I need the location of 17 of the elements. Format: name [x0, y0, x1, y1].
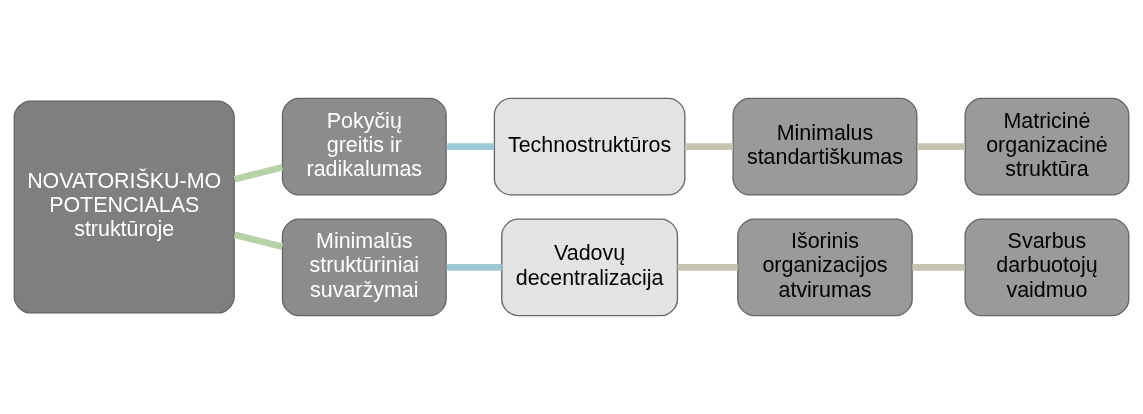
- connector: [446, 143, 495, 150]
- node-box: Minimalus standartiškumas: [732, 97, 918, 196]
- connector: [446, 264, 502, 271]
- connector: [233, 163, 284, 183]
- node-box: Svarbus darbuotojų vaidmuo: [964, 218, 1130, 317]
- node-box: Vadovų decentralizacija: [501, 218, 679, 317]
- node-box: Technostruktūros: [493, 97, 686, 196]
- node-box: Minimalūs struktūriniai suvaržymai: [281, 218, 447, 317]
- node-box: NOVATORIŠKU-MO POTENCIALAS struktūroje: [13, 100, 235, 314]
- node-box: Pokyčių greitis ir radikalumas: [281, 97, 447, 196]
- connector: [917, 143, 965, 150]
- node-box: Išorinis organizacijos atvirumas: [737, 218, 913, 317]
- connector: [233, 231, 284, 251]
- connector: [684, 143, 734, 150]
- connector: [912, 264, 965, 271]
- node-box: Matricinė organizacinė struktūra: [964, 97, 1130, 196]
- connector: [677, 264, 738, 271]
